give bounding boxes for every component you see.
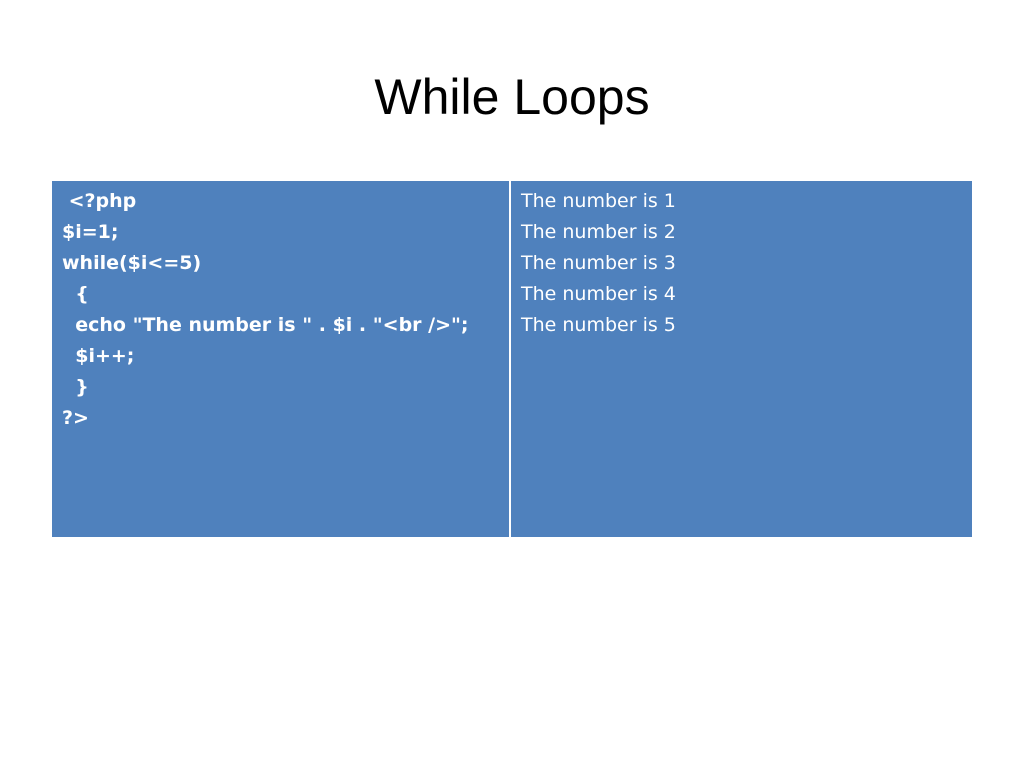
code-line: $i=1;: [62, 221, 119, 243]
code-line: }: [62, 376, 89, 398]
slide-title: While Loops: [374, 69, 650, 125]
code-line: {: [62, 283, 89, 305]
code-cell: <?php $i=1; while($i<=5) { echo "The num…: [52, 181, 511, 537]
output-line: The number is 4: [521, 283, 676, 305]
output-line: The number is 2: [521, 221, 676, 243]
code-line: echo "The number is " . $i . "<br />";: [62, 314, 469, 336]
code-line: while($i<=5): [62, 252, 202, 274]
code-output-table: <?php $i=1; while($i<=5) { echo "The num…: [52, 180, 972, 537]
output-cell: The number is 1 The number is 2 The numb…: [511, 181, 972, 537]
output-line: The number is 3: [521, 252, 676, 274]
output-line: The number is 1: [521, 190, 676, 212]
code-line: ?>: [62, 407, 89, 429]
code-line: <?php: [62, 190, 137, 212]
code-line: $i++;: [62, 345, 135, 367]
output-line: The number is 5: [521, 314, 676, 336]
